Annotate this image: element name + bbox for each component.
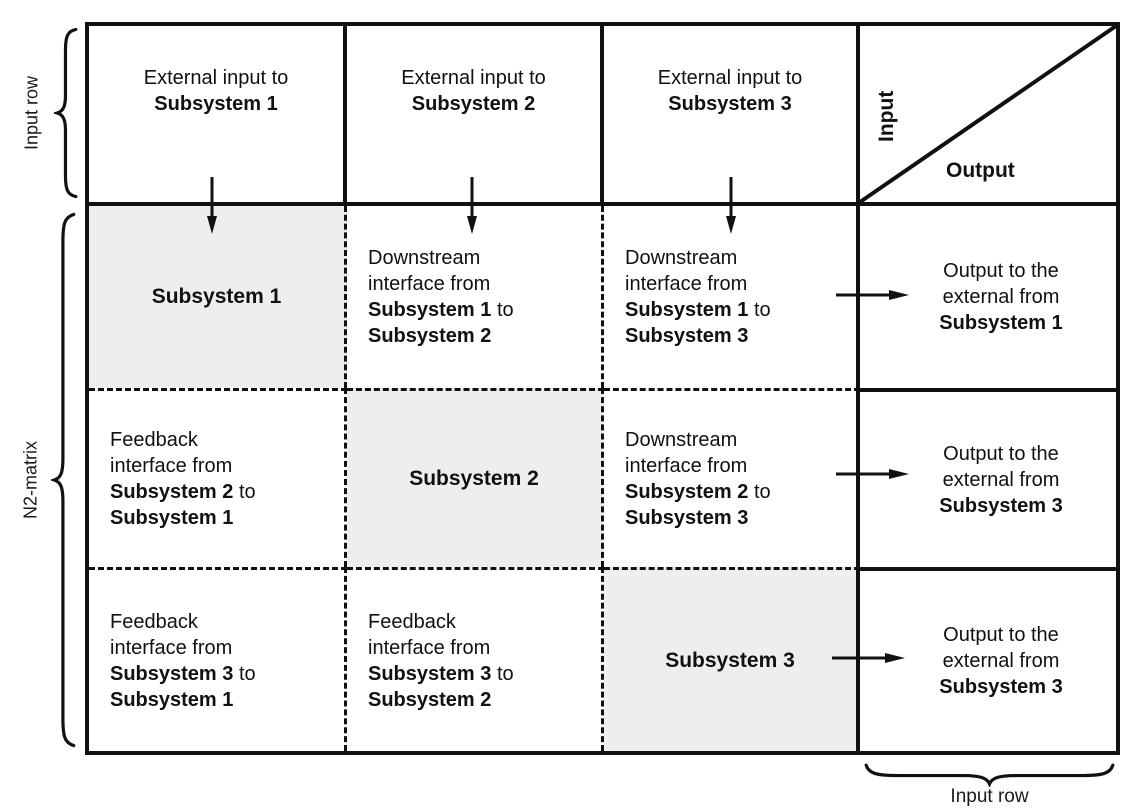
corner-output-label: Output (946, 159, 1015, 182)
iface-to-subsystem: Subsystem 2 (368, 688, 492, 711)
arrow-output-subsystem-1 (836, 290, 909, 300)
cell-output-external-subsystem-3b: Output to the external from Subsystem 3 (860, 567, 1116, 751)
iface-to-subsystem: Subsystem 2 (368, 325, 492, 347)
header-subsystem: Subsystem 2 (411, 93, 536, 115)
iface-line1: Downstream (625, 429, 738, 451)
cell-input-output-corner: Input Output (860, 26, 1116, 206)
iface-line2: interface from (625, 273, 748, 295)
iface-line1: Feedback (368, 610, 456, 633)
cell-external-input-subsystem-1: External input to Subsystem 1 (89, 26, 347, 206)
header-line: External input to (143, 67, 289, 89)
cell-feedback-3-to-2: Feedback interface from Subsystem 3 to S… (347, 567, 604, 751)
subsystem-name: Subsystem 1 (151, 285, 282, 308)
iface-to-word: to (233, 481, 256, 503)
iface-to-subsystem: Subsystem 3 (625, 325, 749, 347)
iface-from-subsystem: Subsystem 2 (110, 481, 234, 503)
input-row-bottom-brace (861, 762, 1118, 787)
iface-from-subsystem: Subsystem 3 (368, 662, 492, 685)
iface-to-subsystem: Subsystem 3 (625, 507, 749, 529)
iface-line1: Feedback (110, 429, 198, 451)
cell-output-external-subsystem-1: Output to the external from Subsystem 1 (860, 206, 1116, 388)
iface-to-word: to (748, 481, 771, 503)
arrow-output-subsystem-3 (832, 653, 905, 663)
output-line1: Output to the (943, 624, 1059, 646)
output-line2: external from (942, 468, 1060, 491)
subsystem-name: Subsystem 2 (409, 467, 539, 490)
iface-line2: interface from (625, 455, 748, 477)
cell-subsystem-1-diagonal: Subsystem 1 (89, 206, 347, 388)
header-subsystem: Subsystem 3 (668, 93, 792, 115)
iface-to-word: to (491, 299, 514, 321)
output-subsystem: Subsystem 3 (939, 676, 1063, 698)
iface-line2: interface from (110, 636, 233, 659)
iface-to-word: to (233, 662, 256, 685)
iface-line2: interface from (110, 455, 233, 477)
cell-output-external-subsystem-3a: Output to the external from Subsystem 3 (860, 388, 1116, 567)
cell-external-input-subsystem-2: External input to Subsystem 2 (347, 26, 604, 206)
header-subsystem: Subsystem 1 (154, 93, 278, 115)
input-row-left-brace (54, 26, 79, 200)
cell-feedback-3-to-1: Feedback interface from Subsystem 3 to S… (89, 567, 347, 751)
corner-input-label: Input (875, 90, 898, 142)
input-row-bottom-label: Input row (950, 786, 1029, 807)
header-line: External input to (401, 67, 546, 89)
n2-matrix-table: External input to Subsystem 1 External i… (85, 22, 1120, 755)
header-line: External input to (657, 67, 803, 89)
cell-feedback-2-to-1: Feedback interface from Subsystem 2 to S… (89, 388, 347, 567)
output-line1: Output to the (943, 260, 1059, 282)
iface-line1: Downstream (368, 247, 481, 269)
arrow-input-subsystem-1 (207, 177, 217, 234)
n2-matrix-label: N2-matrix (20, 441, 41, 520)
iface-to-word: to (748, 299, 771, 321)
output-line1: Output to the (943, 442, 1059, 465)
cell-downstream-1-to-3: Downstream interface from Subsystem 1 to… (604, 206, 860, 388)
diagonal-line (860, 26, 1116, 202)
arrow-output-subsystem-2 (836, 469, 909, 479)
arrow-input-subsystem-3 (726, 177, 736, 234)
output-line2: external from (942, 650, 1060, 672)
iface-line2: interface from (368, 636, 491, 659)
subsystem-name: Subsystem 3 (665, 648, 795, 672)
cell-downstream-1-to-2: Downstream interface from Subsystem 1 to… (347, 206, 604, 388)
input-row-left-label: Input row (21, 75, 42, 150)
iface-line1: Downstream (625, 247, 738, 269)
iface-from-subsystem: Subsystem 2 (625, 481, 749, 503)
iface-from-subsystem: Subsystem 3 (110, 662, 234, 685)
cell-downstream-2-to-3: Downstream interface from Subsystem 2 to… (604, 388, 860, 567)
n2-matrix-brace (51, 209, 77, 751)
iface-to-subsystem: Subsystem 1 (110, 507, 234, 529)
cell-subsystem-2-diagonal: Subsystem 2 (347, 388, 604, 567)
arrow-input-subsystem-2 (467, 177, 477, 234)
output-line2: external from (942, 286, 1060, 308)
iface-from-subsystem: Subsystem 1 (368, 299, 492, 321)
iface-to-word: to (491, 662, 514, 685)
iface-from-subsystem: Subsystem 1 (625, 299, 749, 321)
iface-to-subsystem: Subsystem 1 (110, 688, 234, 711)
iface-line2: interface from (368, 273, 491, 295)
output-subsystem: Subsystem 1 (939, 312, 1063, 334)
iface-line1: Feedback (110, 610, 198, 633)
output-subsystem: Subsystem 3 (939, 494, 1063, 517)
cell-subsystem-3-diagonal: Subsystem 3 (604, 567, 860, 751)
